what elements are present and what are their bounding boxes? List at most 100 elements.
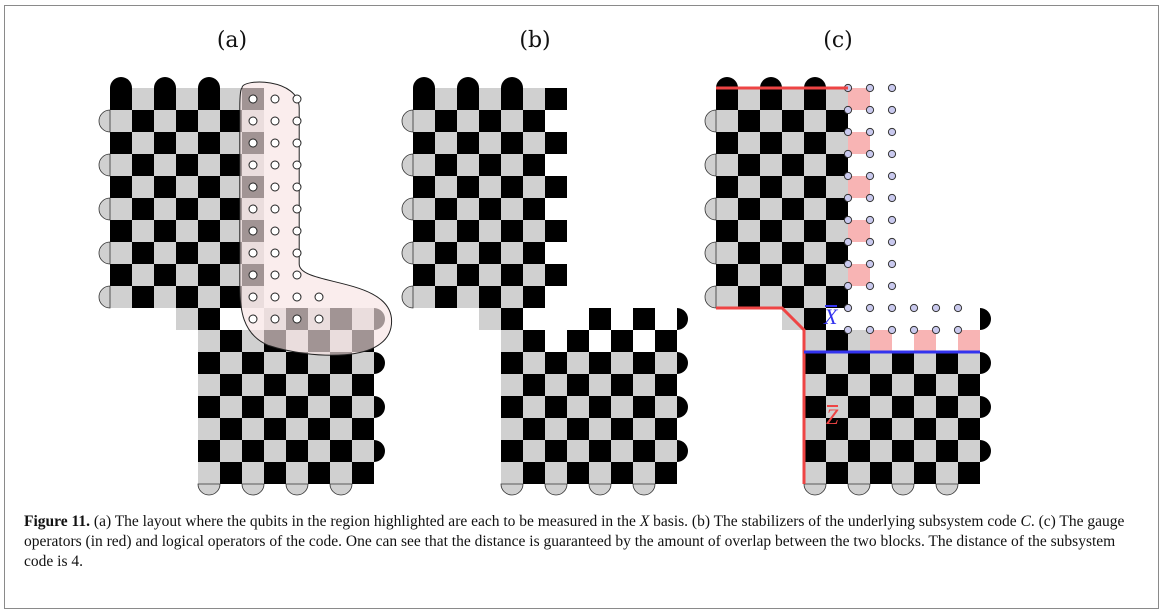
lattice-cell [633, 440, 655, 462]
boundary-stabilizer [704, 285, 717, 309]
lattice-cell [716, 264, 738, 286]
lattice-cell [501, 88, 523, 110]
lattice-cell [501, 220, 523, 242]
lattice-cell [523, 242, 545, 264]
lattice-cell [523, 440, 545, 462]
lattice-cell [870, 308, 892, 330]
lattice-cell [804, 176, 826, 198]
lattice-cell [655, 374, 677, 396]
lattice-cell [804, 418, 826, 440]
lattice-cell [545, 264, 567, 286]
boundary-stabilizer [704, 197, 717, 221]
lattice-cell [760, 242, 782, 264]
qubit [865, 303, 875, 313]
lattice-cell [176, 88, 198, 110]
logical-z-label: Z [826, 404, 839, 430]
lattice-cell [132, 88, 154, 110]
lattice-cell [760, 154, 782, 176]
lattice-cell [958, 308, 980, 330]
lattice-cell [589, 352, 611, 374]
qubit [843, 325, 853, 335]
lattice-cell [545, 220, 567, 242]
panel-label-a: (a) [216, 28, 248, 53]
qubit [270, 94, 280, 104]
lattice-cell [958, 374, 980, 396]
lattice-cell [589, 440, 611, 462]
qubit [314, 314, 324, 324]
caption-part2: basis. (b) The stabilizers of the underl… [649, 513, 1021, 530]
lattice-cell [352, 440, 374, 462]
lattice-cell [826, 154, 848, 176]
lattice-cell [352, 418, 374, 440]
logical-x-label: X [824, 304, 838, 330]
lattice-cell [914, 308, 936, 330]
lattice-cell [308, 374, 330, 396]
boundary-stabilizer [374, 352, 385, 374]
lattice-cell [892, 418, 914, 440]
lattice-cell [352, 396, 374, 418]
lattice-cell [110, 132, 132, 154]
lattice-cell [782, 198, 804, 220]
qubit [248, 248, 258, 258]
caption-part3: . (c) The gauge operators (in red) and l… [24, 513, 1125, 570]
lattice-cell [330, 462, 352, 484]
lattice-cell [826, 286, 848, 308]
lattice-cell [804, 132, 826, 154]
lattice-cell [479, 176, 501, 198]
qubit [887, 105, 897, 115]
boundary-stabilizer [804, 77, 826, 88]
lattice-cell [198, 396, 220, 418]
lattice-cell [804, 374, 826, 396]
lattice-cell [220, 198, 242, 220]
boundary-stabilizer [760, 77, 782, 88]
lattice-cell [413, 242, 435, 264]
lattice-cell [870, 374, 892, 396]
boundary-stabilizer [935, 483, 959, 496]
lattice-cell [545, 154, 567, 176]
lattice-cell [154, 88, 176, 110]
lattice-cell [523, 264, 545, 286]
lattice-cell [479, 308, 501, 330]
lattice-cell [413, 264, 435, 286]
lattice-cell [523, 198, 545, 220]
lattice-cell [523, 462, 545, 484]
lattice-cell [479, 264, 501, 286]
lattice-cell [782, 242, 804, 264]
lattice-cell [738, 220, 760, 242]
lattice-cell [413, 110, 435, 132]
qubit [887, 281, 897, 291]
lattice-cell [545, 396, 567, 418]
lattice-cell [132, 154, 154, 176]
lattice-cell [501, 440, 523, 462]
lattice-cell [501, 462, 523, 484]
logical-x-text: X [824, 304, 838, 329]
lattice-cell [782, 154, 804, 176]
lattice-cell [308, 462, 330, 484]
lattice-cell [198, 330, 220, 352]
lattice-cell [848, 176, 870, 198]
boundary-stabilizer [401, 285, 414, 309]
lattice-cell [132, 132, 154, 154]
lattice-cell [914, 396, 936, 418]
qubit [865, 215, 875, 225]
lattice-cell [738, 154, 760, 176]
lattice-cell [545, 462, 567, 484]
qubit [314, 292, 324, 302]
lattice-cell [501, 286, 523, 308]
lattice-cell [154, 132, 176, 154]
lattice-cell [198, 110, 220, 132]
lattice-cell [848, 286, 870, 308]
qubit [843, 127, 853, 137]
lattice-cell [110, 110, 132, 132]
lattice-cell [435, 286, 457, 308]
lattice-cell [198, 308, 220, 330]
lattice-cell [132, 286, 154, 308]
lattice-cell [567, 352, 589, 374]
boundary-stabilizer [285, 483, 309, 496]
lattice-cell [716, 110, 738, 132]
panel-label-b: (b) [519, 28, 551, 53]
lattice-cell [501, 418, 523, 440]
lattice-cell [545, 352, 567, 374]
qubit [865, 237, 875, 247]
qubit [292, 138, 302, 148]
